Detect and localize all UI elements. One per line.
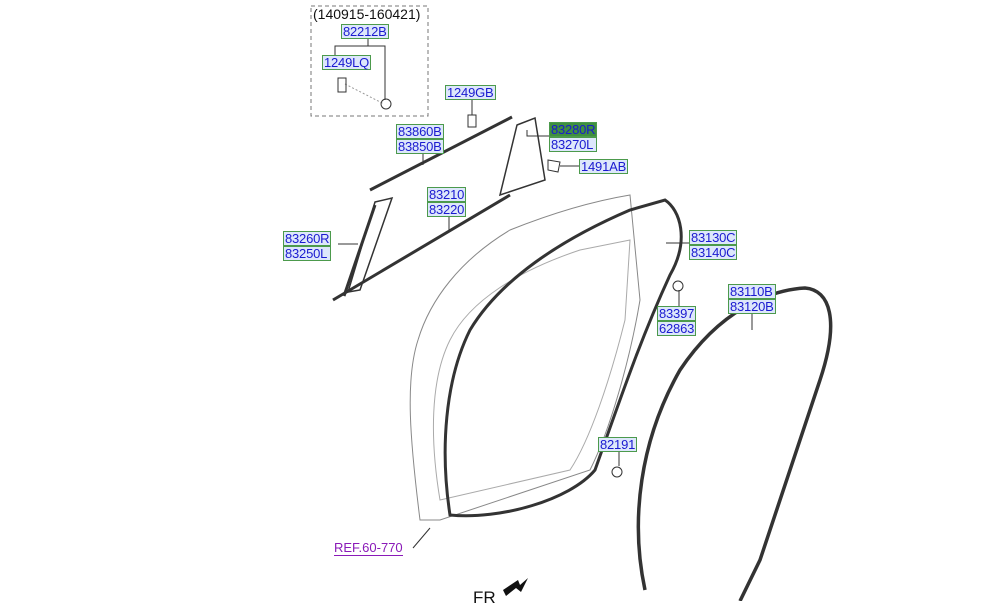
part-label-83120B[interactable]: 83120B — [728, 299, 776, 314]
part-label-83397[interactable]: 83397 — [657, 306, 697, 321]
part-label-83210[interactable]: 83210 — [427, 187, 467, 202]
part-label-83130C[interactable]: 83130C — [689, 230, 738, 245]
part-label-1491AB[interactable]: 1491AB — [579, 159, 629, 174]
part-label-82191[interactable]: 82191 — [598, 437, 638, 452]
part-label-83220[interactable]: 83220 — [427, 202, 467, 217]
front-direction-arrow-icon — [503, 578, 528, 596]
part-label-82212B[interactable]: 82212B — [341, 24, 389, 39]
front-direction-label: FR — [473, 588, 496, 607]
part-label-83850B[interactable]: 83850B — [396, 139, 444, 154]
reference-link[interactable]: REF.60-770 — [334, 540, 403, 556]
part-label-83110B[interactable]: 83110B — [728, 284, 776, 299]
part-label-62863[interactable]: 62863 — [657, 321, 697, 336]
part-label-83860B[interactable]: 83860B — [396, 124, 444, 139]
part-label-1249GB[interactable]: 1249GB — [445, 85, 496, 100]
part-label-83270L[interactable]: 83270L — [549, 137, 598, 152]
date-range-note: (140915-160421) — [313, 6, 421, 22]
part-label-83250L[interactable]: 83250L — [283, 246, 332, 261]
part-label-83280R[interactable]: 83280R — [549, 122, 598, 137]
part-label-83260R[interactable]: 83260R — [283, 231, 332, 246]
part-label-83140C[interactable]: 83140C — [689, 245, 738, 260]
part-label-1249LQ[interactable]: 1249LQ — [322, 55, 372, 70]
